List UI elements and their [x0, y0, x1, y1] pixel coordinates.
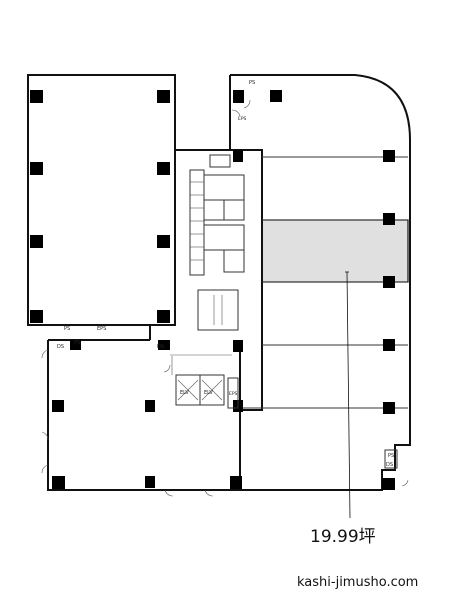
core-fixtures — [175, 154, 398, 469]
elv-2-label: ELV — [204, 390, 213, 396]
left-tower-outline — [27, 74, 176, 326]
ps-lower-label: PS — [74, 340, 80, 346]
ds-bottom-right-label: DS — [386, 462, 393, 468]
structural-columns — [30, 90, 395, 490]
ds-left-label: DS — [57, 344, 64, 350]
highlighted-unit[interactable] — [261, 219, 409, 283]
ps-bottom-right-label: PS — [388, 453, 394, 459]
site-watermark: kashi-jimusho.com — [297, 575, 419, 590]
ps-top-label: PS — [249, 80, 255, 86]
unit-area-label: 19.99坪 — [310, 527, 376, 547]
core-walls — [149, 75, 263, 490]
elv-1-label: ELV — [180, 390, 189, 396]
lower-left-block-outline — [47, 339, 241, 491]
area-leader-line — [346, 271, 351, 519]
eps-left-label: EPS — [97, 326, 106, 332]
ds-mid-label: DS — [157, 344, 164, 350]
stair-treads — [170, 181, 232, 401]
eps-right-label: EPS — [229, 391, 238, 397]
right-wing-outline — [230, 74, 411, 491]
ps-left-label: PS — [64, 326, 70, 332]
door-swings — [41, 99, 409, 497]
eps-top-label: EPS — [238, 116, 247, 122]
unit-partitions — [240, 156, 408, 409]
